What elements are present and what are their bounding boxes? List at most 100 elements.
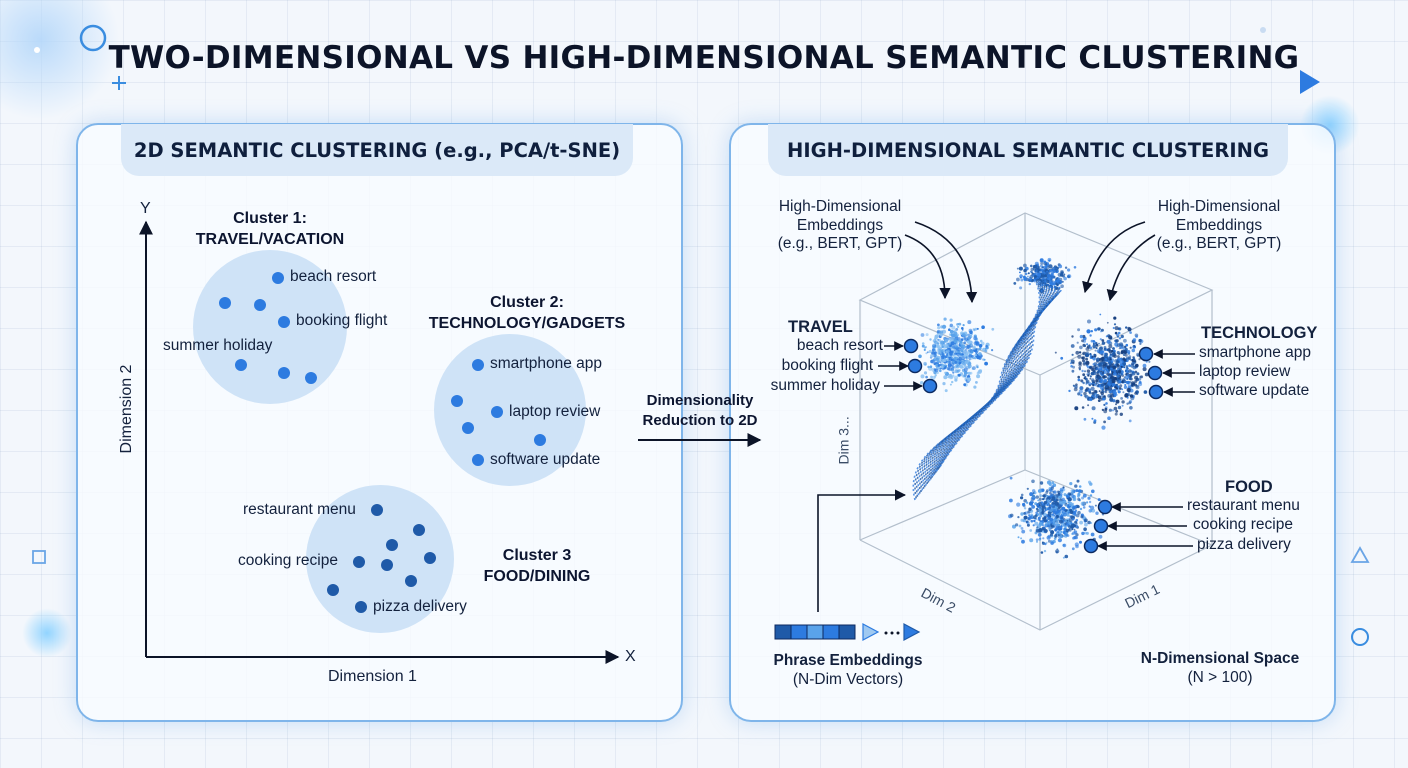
cloud-point (1089, 375, 1092, 378)
cloud-point (1084, 353, 1089, 357)
cloud-point (1099, 371, 1103, 376)
cloud-point (1058, 264, 1063, 269)
x-axis-letter: X (625, 648, 636, 665)
cloud-point (932, 345, 936, 350)
cloud-point (1123, 338, 1127, 343)
cloud-point (1100, 386, 1104, 390)
cluster-3-title: Cluster 3 FOOD/DINING (483, 547, 591, 585)
swirl-strand (927, 278, 1052, 483)
cloud-point (956, 325, 960, 329)
cloud-point (963, 341, 966, 345)
cloud-point (1091, 489, 1095, 494)
cloud-point (932, 348, 935, 352)
cloud-point (1068, 525, 1072, 529)
cloud-point (1076, 341, 1079, 344)
cloud-point (1052, 282, 1056, 286)
cloud-point (966, 340, 969, 343)
cloud-point (1126, 396, 1129, 399)
cloud-point (1039, 258, 1044, 263)
cloud-point (936, 345, 940, 348)
cloud-point (1065, 494, 1069, 498)
cloud-point (1098, 390, 1101, 393)
cloud-point (1074, 385, 1078, 389)
cloud-point (919, 381, 924, 385)
cloud-point (1125, 343, 1129, 347)
cloud-point (1124, 353, 1128, 357)
cloud-point (1101, 369, 1104, 372)
cloud-point (1064, 554, 1069, 559)
x-axis-label: Dimension 1 (328, 668, 417, 685)
cloud-point (1111, 409, 1115, 412)
cloud-point (1039, 481, 1044, 485)
cloud-point (937, 326, 941, 330)
cloud-point (1057, 492, 1061, 496)
cloud-point (1104, 390, 1108, 394)
cloud-point (1031, 515, 1034, 518)
cloud-point (1017, 536, 1020, 539)
cloud-point (981, 325, 985, 330)
swirl-strand (922, 275, 1048, 489)
cloud-point (1079, 507, 1083, 511)
point (491, 406, 503, 418)
cloud-point (1129, 394, 1134, 398)
cloud-point (1116, 335, 1120, 338)
cloud-point (1124, 375, 1129, 380)
cluster-2-points (451, 359, 546, 466)
cloud-point (1037, 518, 1040, 521)
cloud-point (1089, 334, 1092, 337)
cloud-point (1039, 514, 1043, 518)
embeddings-arrow-right-1 (1082, 221, 1146, 294)
cloud-point (1016, 277, 1020, 282)
n-dimensional-space-label: N-Dimensional Space (N > 100) (1140, 650, 1300, 686)
cloud-point (1109, 361, 1112, 364)
cloud-point (975, 342, 980, 347)
cloud-point (1047, 257, 1052, 262)
cloud-point (975, 350, 978, 354)
cloud-point (956, 359, 960, 363)
cloud-point (926, 351, 929, 354)
cloud-point (1082, 493, 1087, 498)
cloud-point (954, 360, 958, 364)
cloud-point (941, 358, 945, 363)
cloud-point (1072, 365, 1075, 369)
label-software-update: software update (490, 451, 601, 468)
cloud-point (1124, 383, 1127, 387)
travel-markers (903, 338, 938, 394)
cloud-point (1050, 275, 1054, 279)
cloud-point (1050, 541, 1054, 545)
cloud-point (1113, 388, 1117, 393)
cloud-point (1099, 350, 1104, 354)
cloud-point (1090, 386, 1095, 391)
cloud-point (1110, 394, 1115, 398)
cloud-point (968, 354, 972, 358)
label-cooking-recipe: cooking recipe (238, 552, 338, 569)
cloud-point (1038, 276, 1041, 279)
food-point-cloud (1008, 476, 1105, 559)
cloud-point (1051, 481, 1055, 485)
cloud-point (1044, 529, 1048, 533)
cloud-point (1121, 400, 1125, 404)
cloud-point (1126, 356, 1129, 360)
cloud-point (1126, 367, 1129, 370)
cloud-point (1077, 497, 1081, 501)
point (472, 454, 484, 466)
cloud-point (1118, 327, 1122, 331)
cloud-point (1112, 347, 1115, 350)
cloud-point (1023, 507, 1027, 510)
cloud-point (1087, 374, 1090, 377)
cloud-point (1052, 509, 1057, 513)
cloud-point (958, 322, 962, 326)
cloud-point (963, 374, 967, 378)
cloud-point (1114, 326, 1119, 331)
cloud-point (924, 363, 927, 366)
cloud-point (961, 344, 966, 349)
cloud-point (1122, 391, 1125, 394)
cloud-point (1037, 499, 1040, 502)
cloud-point (1043, 549, 1047, 553)
cloud-point (1042, 498, 1045, 501)
cloud-point (1078, 389, 1083, 394)
cloud-point (1115, 403, 1117, 406)
cloud-point (1031, 494, 1036, 499)
cloud-point (961, 329, 964, 331)
cloud-point (1060, 530, 1063, 533)
